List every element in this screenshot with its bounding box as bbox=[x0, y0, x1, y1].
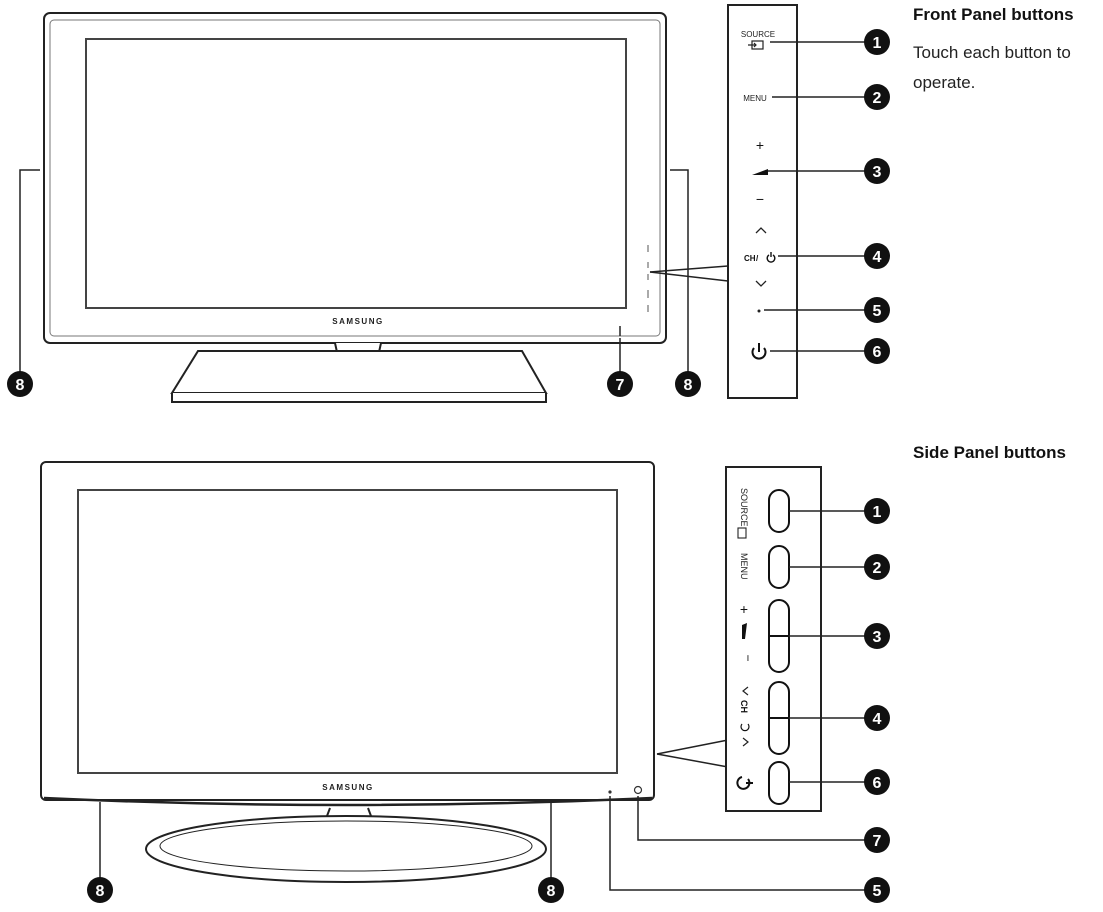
callout-8-side-right: 8 bbox=[538, 877, 564, 903]
front-channel-label: CH bbox=[744, 254, 756, 263]
side-power-button[interactable] bbox=[768, 761, 790, 805]
callout-2-side: 2 bbox=[864, 554, 890, 580]
callout-3-side: 3 bbox=[864, 623, 890, 649]
svg-text:2: 2 bbox=[873, 90, 882, 107]
callout-badges: 1 2 3 4 5 6 8 7 8 1 2 3 4 6 7 5 8 8 bbox=[7, 29, 890, 903]
side-menu-button[interactable] bbox=[768, 545, 790, 589]
svg-text:2: 2 bbox=[873, 560, 882, 577]
front-volume-down-button[interactable]: − bbox=[756, 191, 764, 207]
svg-text:6: 6 bbox=[873, 775, 882, 792]
callout-8-side-left: 8 bbox=[87, 877, 113, 903]
front-channel-power-icon bbox=[766, 252, 776, 263]
callout-4-side: 4 bbox=[864, 705, 890, 731]
front-volume-up-button[interactable]: + bbox=[756, 137, 764, 153]
svg-text:8: 8 bbox=[96, 883, 105, 900]
svg-text:7: 7 bbox=[873, 833, 882, 850]
svg-text:6: 6 bbox=[873, 344, 882, 361]
side-menu-label: MENU bbox=[739, 553, 749, 580]
callout-2-front: 2 bbox=[864, 84, 890, 110]
source-icon bbox=[737, 527, 747, 539]
svg-text:3: 3 bbox=[873, 629, 882, 646]
svg-text:8: 8 bbox=[547, 883, 556, 900]
front-tv bbox=[43, 12, 729, 403]
channel-up-icon[interactable] bbox=[755, 227, 767, 234]
front-source-label: SOURCE bbox=[741, 30, 775, 39]
svg-text:1: 1 bbox=[873, 504, 882, 521]
side-source-button[interactable] bbox=[768, 489, 790, 533]
callout-8-front-left: 8 bbox=[7, 371, 33, 397]
svg-text:/: / bbox=[756, 254, 759, 263]
side-brand-logo: SAMSUNG bbox=[322, 783, 373, 792]
svg-text:8: 8 bbox=[684, 377, 693, 394]
power-icon bbox=[740, 723, 750, 732]
source-icon bbox=[748, 40, 764, 50]
side-volume-minus-label: − bbox=[741, 654, 755, 661]
svg-text:4: 4 bbox=[873, 711, 882, 728]
side-volume-plus-label: + bbox=[740, 601, 748, 617]
side-volume-rocker[interactable] bbox=[768, 599, 790, 673]
callout-6-side: 6 bbox=[864, 769, 890, 795]
front-panel-heading: Front Panel buttons bbox=[913, 5, 1074, 24]
front-menu-button[interactable]: MENU bbox=[743, 94, 767, 103]
callout-6-front: 6 bbox=[864, 338, 890, 364]
callout-5-front: 5 bbox=[864, 297, 890, 323]
front-button-panel: SOURCE MENU + − CH / bbox=[727, 4, 798, 399]
svg-text:5: 5 bbox=[873, 303, 882, 320]
callout-7-side: 7 bbox=[864, 827, 890, 853]
side-panel-heading: Side Panel buttons bbox=[913, 443, 1067, 462]
callout-1-side: 1 bbox=[864, 498, 890, 524]
callout-3-front: 3 bbox=[864, 158, 890, 184]
svg-text:8: 8 bbox=[16, 377, 25, 394]
channel-down-icon[interactable] bbox=[755, 280, 767, 287]
svg-text:1: 1 bbox=[873, 35, 882, 52]
side-button-panel: SOURCE MENU + − CH bbox=[725, 466, 822, 812]
front-brand-logo: SAMSUNG bbox=[332, 317, 383, 326]
side-tv bbox=[40, 461, 729, 883]
callout-8-front-right: 8 bbox=[675, 371, 701, 397]
svg-text:5: 5 bbox=[873, 883, 882, 900]
power-icon[interactable] bbox=[751, 343, 767, 360]
power-icon bbox=[736, 776, 753, 790]
callout-1-front: 1 bbox=[864, 29, 890, 55]
power-indicator-icon bbox=[757, 309, 761, 313]
svg-text:4: 4 bbox=[873, 249, 882, 266]
front-panel-description: Touch each button to operate. bbox=[913, 43, 1071, 92]
remote-sensor-icon bbox=[633, 785, 643, 795]
side-channel-label: CH bbox=[739, 700, 749, 713]
volume-icon bbox=[742, 623, 747, 639]
side-source-label: SOURCE bbox=[739, 488, 749, 527]
front-channel-button[interactable]: CH / bbox=[744, 252, 776, 263]
callout-7-front: 7 bbox=[607, 371, 633, 397]
side-channel-rocker[interactable] bbox=[768, 681, 790, 755]
volume-icon bbox=[752, 169, 768, 175]
svg-text:3: 3 bbox=[873, 164, 882, 181]
front-source-button[interactable]: SOURCE bbox=[741, 30, 775, 50]
svg-text:7: 7 bbox=[616, 377, 625, 394]
callout-5-side: 5 bbox=[864, 877, 890, 903]
callout-4-front: 4 bbox=[864, 243, 890, 269]
side-power-led bbox=[608, 790, 612, 794]
